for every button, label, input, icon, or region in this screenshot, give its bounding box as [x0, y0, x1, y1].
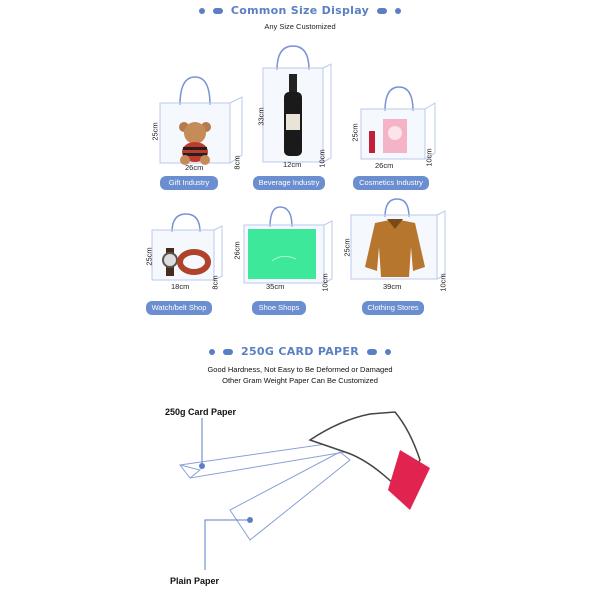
shoe-width: 35cm [266, 282, 285, 291]
clothing-depth: 10cm [438, 273, 448, 292]
cosmetics-width: 26cm [375, 161, 394, 170]
watch-height: 25cm [144, 247, 154, 266]
cosmetics-category-pill: Cosmetics Industry [353, 176, 429, 190]
bag-illustration-clothing [350, 198, 446, 280]
shoe-height: 26cm [232, 241, 242, 260]
bag-card-watch [148, 212, 228, 292]
plain-paper-label: Plain Paper [170, 576, 220, 586]
paper-bullet-right [367, 349, 378, 355]
clothing-category-pill: Clothing Stores [362, 301, 424, 315]
bag-card-beverage [255, 44, 335, 174]
paper-desc-line1: Good Hardness, Not Easy to Be Deformed o… [207, 365, 393, 374]
paper-section-title: 250G CARD PAPER [0, 345, 600, 358]
watch-category-pill: Watch/belt Shop [146, 301, 212, 315]
watch-width: 18cm [171, 282, 190, 291]
bag-card-shoe [238, 205, 338, 290]
beverage-category-pill: Beverage Industry [253, 176, 325, 190]
size-subtitle: Any Size Customized [264, 22, 336, 31]
paper-illustration [179, 411, 430, 570]
paper-bullet-left-small [208, 349, 215, 355]
bag-illustration-watch [151, 213, 223, 281]
bag-illustration-shoe [243, 206, 333, 284]
plain-marker [247, 517, 253, 523]
size-title-text: Common Size Display [230, 4, 370, 17]
plain-leader-line [204, 519, 250, 570]
paper-desc-line2: Other Gram Weight Paper Can Be Customize… [222, 376, 378, 385]
gift-depth: 8cm [232, 155, 242, 170]
gift-height: 25cm [150, 122, 160, 141]
beverage-depth: 10cm [317, 149, 327, 168]
shoe-depth: 10cm [320, 273, 330, 292]
paper-title-text: 250G CARD PAPER [241, 345, 359, 358]
shoe-category-pill: Shoe Shops [252, 301, 306, 315]
cosmetics-depth: 10cm [424, 148, 434, 167]
cosmetics-height: 25cm [350, 123, 360, 142]
bag-illustration-cosmetics [360, 86, 436, 160]
clothing-height: 25cm [342, 238, 352, 257]
card-marker [199, 463, 205, 469]
paper-bullet-left [222, 349, 233, 355]
paper-bullet-right-small [385, 349, 392, 355]
bag-card-cosmetics [355, 85, 445, 165]
watch-depth: 8cm [210, 275, 220, 290]
bag-illustration-gift [159, 76, 243, 165]
gift-category-pill: Gift Industry [160, 176, 218, 190]
bag-card-clothing [345, 197, 455, 287]
size-section-title: Common Size Display [0, 4, 600, 17]
title-bullet-left-small [198, 8, 205, 14]
bag-card-gift [150, 75, 250, 175]
title-bullet-left [212, 8, 223, 14]
gift-width: 26cm [185, 163, 204, 172]
title-bullet-right [377, 8, 388, 14]
clothing-width: 39cm [383, 282, 402, 291]
card-paper-label: 250g Card Paper [165, 407, 237, 417]
beverage-height: 33cm [256, 107, 266, 126]
title-bullet-right-small [395, 8, 402, 14]
beverage-width: 12cm [283, 160, 302, 169]
bag-illustration-beverage [262, 45, 332, 163]
